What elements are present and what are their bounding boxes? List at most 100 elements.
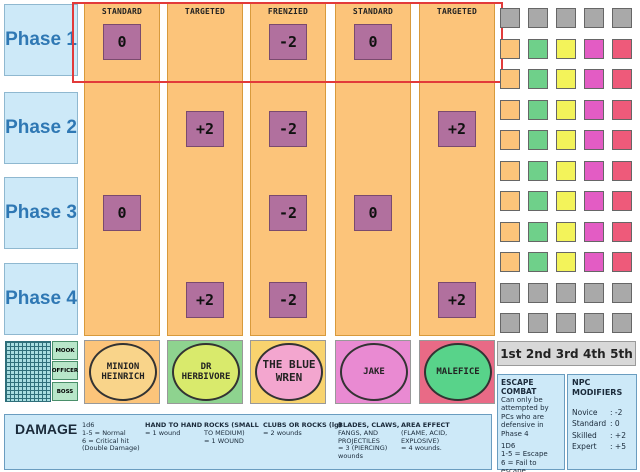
tracker-square[interactable] [528, 313, 548, 333]
tracker-square[interactable] [556, 313, 576, 333]
modifier-box[interactable]: -2 [269, 24, 307, 60]
tracker-square[interactable] [500, 38, 520, 59]
column-header: STANDARD [352, 7, 394, 16]
tracker-square[interactable] [612, 8, 632, 28]
damage-clubs: CLUBS OR ROCKS (lg)= 2 wounds [263, 421, 342, 438]
tracker-square[interactable] [556, 160, 576, 181]
tracker-square[interactable] [584, 99, 604, 120]
tracker-square[interactable] [528, 221, 548, 242]
modifier-box[interactable]: +2 [186, 282, 224, 318]
tracker-square[interactable] [612, 160, 632, 181]
tracker-square[interactable] [528, 130, 548, 150]
character-token[interactable]: MINION HEINRICH [89, 343, 157, 401]
tracker-square[interactable] [556, 221, 576, 242]
tracker-square[interactable] [500, 191, 520, 211]
tracker-square[interactable] [556, 130, 576, 150]
tracker-square[interactable] [584, 313, 604, 333]
tracker-square[interactable] [500, 69, 520, 89]
tracker-square[interactable] [556, 99, 576, 120]
tracker-square[interactable] [556, 282, 576, 303]
ordinal-5[interactable]: 5th [610, 346, 633, 361]
tracker-square[interactable] [584, 221, 604, 242]
tracker-square[interactable] [584, 282, 604, 303]
character-slot-3[interactable]: THE BLUE WREN [250, 340, 326, 404]
modifier-box[interactable]: +2 [438, 282, 476, 318]
npc-title: NPC MODIFIERS [572, 378, 623, 397]
tracker-square[interactable] [612, 69, 632, 89]
character-slot-1[interactable]: MINION HEINRICH [84, 340, 160, 404]
modifier-box[interactable]: 0 [103, 24, 141, 60]
tracker-square[interactable] [584, 191, 604, 211]
attack-column-4: STANDARD 0 0 [335, 2, 411, 336]
modifier-box[interactable]: +2 [438, 111, 476, 147]
character-slot-5[interactable]: MALEFICE [419, 340, 495, 404]
column-header: STANDARD [101, 7, 143, 16]
tracker-square[interactable] [612, 38, 632, 59]
modifier-box[interactable]: -2 [269, 282, 307, 318]
character-slot-2[interactable]: DR HERBIVORE [167, 340, 243, 404]
damage-line: FANGS, AND [338, 428, 379, 437]
npc-value: : -2 [610, 408, 623, 418]
phase-2-label: Phase 2 [4, 92, 78, 164]
damage-line: EXPLOSIVE) [401, 436, 440, 445]
tracker-square[interactable] [528, 252, 548, 272]
character-token[interactable]: DR HERBIVORE [172, 343, 240, 401]
tracker-square[interactable] [584, 160, 604, 181]
modifier-box[interactable]: -2 [269, 195, 307, 231]
modifier-box[interactable]: 0 [354, 24, 392, 60]
modifier-box[interactable]: 0 [103, 195, 141, 231]
ordinal-4[interactable]: 4th [583, 346, 606, 361]
rank-officer: OFFICER [52, 361, 78, 380]
tracker-square[interactable] [500, 99, 520, 120]
tracker-square[interactable] [500, 221, 520, 242]
damage-line: TO MEDIUM) [204, 428, 245, 437]
tracker-square[interactable] [612, 221, 632, 242]
tracker-square[interactable] [528, 8, 548, 28]
tracker-square[interactable] [584, 38, 604, 59]
tracker-square[interactable] [528, 282, 548, 303]
npc-rank: Standard [572, 419, 607, 429]
npc-value: : 0 [610, 419, 620, 429]
tracker-square[interactable] [556, 252, 576, 272]
tracker-square[interactable] [556, 69, 576, 89]
tracker-square[interactable] [612, 252, 632, 272]
tracker-square[interactable] [500, 130, 520, 150]
character-token[interactable]: JAKE [340, 343, 408, 401]
ordinal-1[interactable]: 1st [500, 346, 522, 361]
tracker-square[interactable] [528, 69, 548, 89]
ordinal-3[interactable]: 3rd [555, 346, 579, 361]
tracker-square[interactable] [500, 8, 520, 28]
tracker-square[interactable] [612, 313, 632, 333]
modifier-box[interactable]: +2 [186, 111, 224, 147]
character-token[interactable]: THE BLUE WREN [255, 343, 323, 401]
tracker-square[interactable] [584, 69, 604, 89]
tracker-square[interactable] [528, 99, 548, 120]
modifier-box[interactable]: 0 [354, 195, 392, 231]
tracker-square[interactable] [612, 130, 632, 150]
tracker-square[interactable] [528, 38, 548, 59]
tracker-square[interactable] [584, 8, 604, 28]
tracker-square[interactable] [612, 99, 632, 120]
tracker-square[interactable] [500, 313, 520, 333]
tracker-square[interactable] [612, 191, 632, 211]
modifier-box[interactable]: -2 [269, 111, 307, 147]
attack-column-2: TARGETED+2+2 [167, 2, 243, 336]
damage-line: (Double Damage) [82, 444, 140, 453]
tracker-square[interactable] [528, 160, 548, 181]
tracker-square[interactable] [556, 38, 576, 59]
npc-value: : +2 [610, 430, 626, 440]
tracker-square[interactable] [500, 160, 520, 181]
ordinal-2[interactable]: 2nd [525, 346, 552, 361]
tracker-square[interactable] [584, 130, 604, 150]
character-slot-4[interactable]: JAKE [335, 340, 411, 404]
tracker-square[interactable] [528, 191, 548, 211]
damage-line: AREA EFFECT [401, 421, 450, 429]
character-token[interactable]: MALEFICE [424, 343, 492, 401]
tracker-square[interactable] [584, 252, 604, 272]
tracker-square[interactable] [612, 282, 632, 303]
tracker-square[interactable] [500, 282, 520, 303]
tracker-square[interactable] [500, 252, 520, 272]
tracker-square[interactable] [556, 8, 576, 28]
escape-line: Can only be [501, 396, 543, 404]
tracker-square[interactable] [556, 191, 576, 211]
